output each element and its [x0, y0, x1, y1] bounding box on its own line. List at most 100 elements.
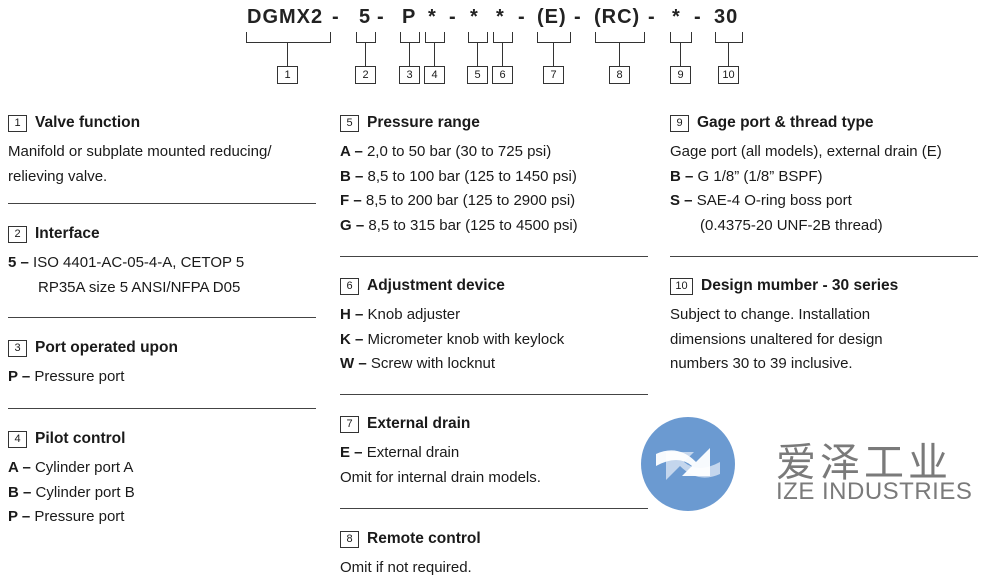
section-line: RP35A size 5 ANSI/NFPA D05 — [8, 276, 244, 301]
code-stem — [728, 42, 729, 66]
code-num-box: 10 — [718, 66, 739, 84]
option-code: S – — [670, 192, 693, 209]
code-part-port: P — [402, 6, 417, 28]
code-stem — [287, 42, 288, 66]
option-text: (0.4375-20 UNF-2B thread) — [700, 216, 883, 234]
section-line: Manifold or subplate mounted reducing/ — [8, 143, 272, 160]
option-code: F – — [340, 192, 362, 209]
section-title: Valve function — [35, 114, 141, 131]
section-title: Interface — [35, 225, 100, 242]
section-number: 8 — [340, 530, 359, 548]
section-line: B – G 1/8” (1/8” BSPF) — [670, 165, 942, 190]
option-code: B – — [670, 167, 694, 185]
code-part-remote: (RC) — [594, 6, 641, 28]
code-stem — [553, 42, 554, 66]
option-text: Micrometer knob with keylock — [367, 330, 565, 348]
section-external-drain: 7 External drain E – External drain Omit … — [340, 415, 541, 490]
option-code: B – — [8, 483, 32, 501]
code-num-box: 8 — [609, 66, 630, 84]
section-interface: 2 Interface 5 – ISO 4401-AC-05-4-A, CETOP… — [8, 225, 244, 300]
option-code: E – — [340, 444, 363, 461]
section-line: W – Screw with locknut — [340, 352, 564, 377]
option-text: SAE-4 O-ring boss port — [696, 192, 852, 209]
section-line: G – 8,5 to 315 bar (125 to 4500 psi) — [340, 214, 578, 239]
code-dash: - — [694, 6, 702, 28]
option-code: K – — [340, 330, 364, 348]
section-number: 10 — [670, 277, 693, 295]
section-line: 5 – ISO 4401-AC-05-4-A, CETOP 5 — [8, 251, 244, 276]
section-line: B – Cylinder port B — [8, 481, 135, 506]
code-stem — [434, 42, 435, 66]
logo-chinese-text: 爱泽工业 — [776, 440, 952, 486]
section-number: 2 — [8, 225, 27, 243]
section-number: 9 — [670, 114, 689, 132]
code-bracket — [493, 32, 513, 43]
section-line: Omit for internal drain models. — [340, 468, 541, 486]
section-line: Subject to change. Installation — [670, 306, 871, 323]
code-dash: - — [332, 6, 340, 28]
code-num-box: 9 — [670, 66, 691, 84]
code-num-box: 7 — [543, 66, 564, 84]
option-code: P – — [8, 508, 31, 525]
code-stem — [477, 42, 478, 66]
option-text: 2,0 to 50 bar (30 to 725 psi) — [366, 143, 552, 160]
divider — [670, 256, 978, 257]
option-code: B – — [340, 167, 364, 185]
section-title: Remote control — [367, 530, 481, 547]
code-dash: - — [449, 6, 457, 28]
ize-logo-icon — [641, 417, 735, 511]
code-part-adjustment: * — [496, 6, 505, 28]
option-text: 8,5 to 100 bar (125 to 1450 psi) — [367, 167, 577, 185]
option-code: G – — [340, 216, 365, 234]
section-line: Gage port (all models), external drain (… — [670, 143, 942, 160]
divider — [340, 394, 648, 395]
code-part-pilot: * — [428, 6, 437, 28]
code-stem — [619, 42, 620, 66]
section-line: F – 8,5 to 200 bar (125 to 2900 psi) — [340, 189, 578, 214]
option-code: A – — [8, 459, 31, 476]
section-line: B – 8,5 to 100 bar (125 to 1450 psi) — [340, 165, 578, 190]
option-code: P – — [8, 368, 31, 385]
option-code: H – — [340, 306, 364, 323]
option-text: 8,5 to 315 bar (125 to 4500 psi) — [368, 216, 578, 234]
section-line: relieving valve. — [8, 167, 108, 185]
section-title: External drain — [367, 415, 471, 432]
option-text: Pressure port — [34, 368, 125, 385]
option-text: RP35A size 5 ANSI/NFPA D05 — [38, 278, 241, 296]
code-part-drain: (E) — [537, 6, 567, 28]
section-line: E – External drain — [340, 441, 541, 466]
code-stem — [680, 42, 681, 66]
option-text: Knob adjuster — [367, 306, 461, 323]
code-stem — [365, 42, 366, 66]
code-part-dgmx2: DGMX2 — [247, 6, 324, 28]
code-bracket — [356, 32, 376, 43]
code-stem — [409, 42, 410, 66]
section-line: K – Micrometer knob with keylock — [340, 328, 564, 353]
section-line: numbers 30 to 39 inclusive. — [670, 355, 853, 372]
code-bracket — [246, 32, 331, 43]
option-text: Screw with locknut — [370, 355, 496, 372]
section-number: 4 — [8, 430, 27, 448]
section-title: Gage port & thread type — [697, 114, 874, 131]
code-part-interface: 5 — [359, 6, 372, 28]
section-number: 5 — [340, 114, 359, 132]
section-line: (0.4375-20 UNF-2B thread) — [670, 214, 942, 239]
section-gage-port: 9 Gage port & thread type Gage port (all … — [670, 114, 942, 238]
code-dash: - — [518, 6, 526, 28]
section-number: 7 — [340, 415, 359, 433]
code-num-box: 1 — [277, 66, 298, 84]
code-part-design: 30 — [714, 6, 739, 28]
section-number: 6 — [340, 277, 359, 295]
section-number: 3 — [8, 339, 27, 357]
section-line: A – Cylinder port A — [8, 456, 135, 481]
section-line: S – SAE-4 O-ring boss port — [670, 189, 942, 214]
option-code: A – — [340, 143, 363, 160]
divider — [8, 408, 316, 409]
code-stem — [502, 42, 503, 66]
section-line: A – 2,0 to 50 bar (30 to 725 psi) — [340, 140, 578, 165]
